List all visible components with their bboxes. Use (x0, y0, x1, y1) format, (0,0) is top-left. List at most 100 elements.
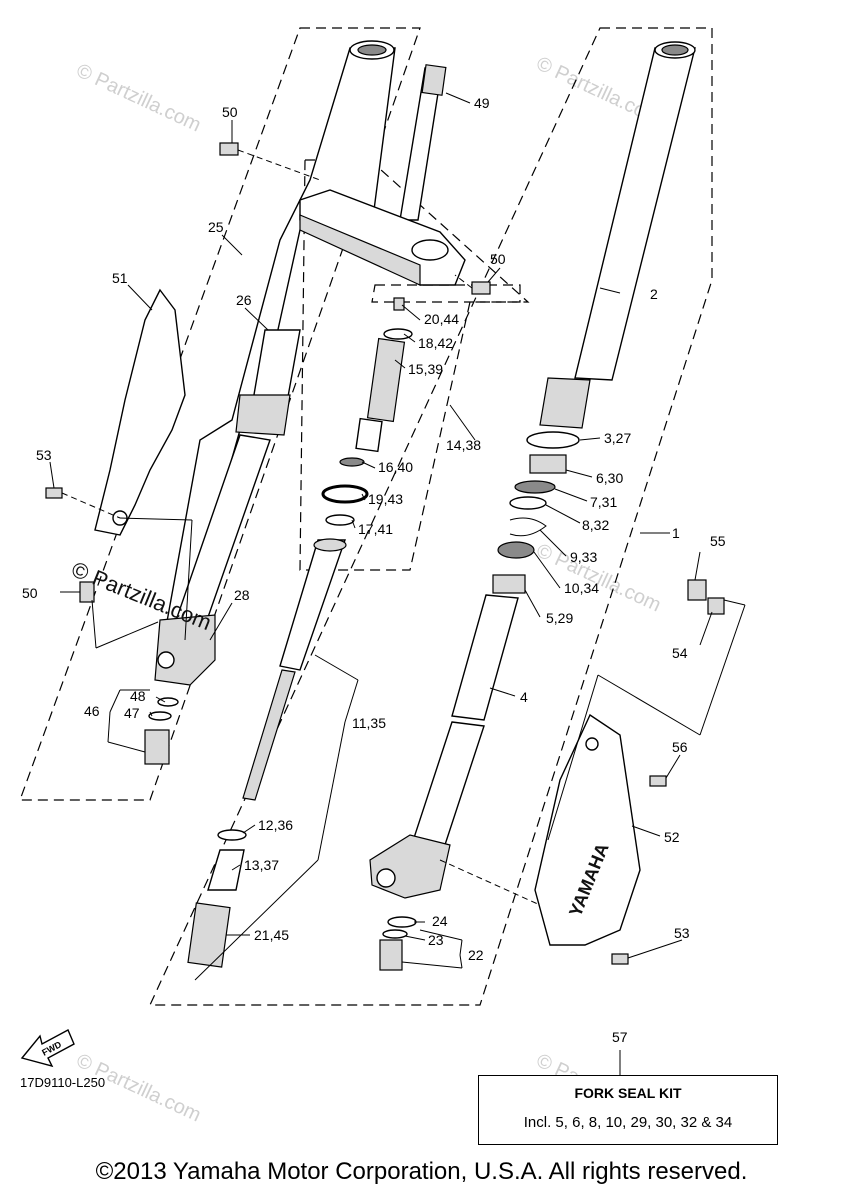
kit-contents: Incl. 5, 6, 8, 10, 29, 30, 32 & 34 (523, 1114, 733, 1131)
washer-23 (382, 929, 408, 939)
callout-57: 57 (612, 1029, 628, 1045)
callout-6-30: 6,30 (596, 470, 623, 486)
bolt-53-right (611, 953, 629, 965)
fork-guard-52 (534, 713, 641, 946)
bolt-50-top (219, 142, 239, 156)
callout-47: 47 (124, 705, 140, 721)
callout-49: 49 (474, 95, 490, 111)
fwd-arrow-shape (20, 1029, 75, 1068)
callout-3-27: 3,27 (604, 430, 631, 446)
fwd-arrow: FWD (20, 1029, 75, 1068)
spring-21 (187, 902, 231, 968)
callout-15-39: 15,39 (408, 361, 443, 377)
callout-5-29: 5,29 (546, 610, 573, 626)
callout-24: 24 (432, 913, 448, 929)
left-fork-seal-band (235, 394, 291, 436)
callout-21-45: 21,45 (254, 927, 289, 943)
callout-55: 55 (710, 533, 726, 549)
callout-50-right: 50 (490, 251, 506, 267)
ring-17 (325, 514, 355, 526)
left-axle-hole (157, 651, 175, 669)
lower-clamp-face (299, 214, 421, 286)
callout-10-34: 10,34 (564, 580, 599, 596)
callout-12-36: 12,36 (258, 817, 293, 833)
callout-56: 56 (672, 739, 688, 755)
damper-cartridge-top (313, 538, 347, 552)
bushing-5 (492, 574, 526, 594)
triple-clamp (299, 64, 466, 286)
cap-bolt (393, 297, 405, 311)
fork-guard-right: YAMAHA (534, 579, 725, 965)
bolt-53-left (45, 487, 63, 499)
right-clamp-bore (411, 239, 449, 261)
callouts: 1 2 3,27 6,30 7,31 8,32 9,33 10,34 5,29 … (22, 95, 726, 1045)
circlip-9 (509, 517, 547, 537)
ring-16 (339, 457, 365, 467)
callout-1: 1 (672, 525, 680, 541)
callout-50-left: 50 (22, 585, 38, 601)
dust-seal-10 (497, 541, 535, 559)
callout-28: 28 (234, 587, 250, 603)
damper-rod-upper (355, 417, 383, 453)
damper-internals (187, 297, 413, 968)
leader-lines (49, 92, 746, 1075)
callout-7-31: 7,31 (590, 494, 617, 510)
callout-53-left: 53 (36, 447, 52, 463)
callout-13-37: 13,37 (244, 857, 279, 873)
callout-23: 23 (428, 932, 444, 948)
callout-26: 26 (236, 292, 252, 308)
callout-2: 2 (650, 286, 658, 302)
steering-stem-thread (421, 64, 447, 96)
left-outer-tube (154, 40, 396, 686)
fork-seal-kit-box: FORK SEAL KIT Incl. 5, 6, 8, 10, 29, 30,… (478, 1075, 778, 1145)
callout-54: 54 (672, 645, 688, 661)
damper-rod-lower (242, 669, 296, 801)
callout-8-32: 8,32 (582, 517, 609, 533)
base-valve (207, 849, 245, 891)
right-fork (369, 41, 696, 971)
damper-cartridge (279, 539, 346, 671)
callout-53-right: 53 (674, 925, 690, 941)
callout-52: 52 (664, 829, 680, 845)
cap-bolt-assy (366, 337, 406, 423)
ring-24 (387, 916, 417, 928)
oil-seal-6 (529, 454, 567, 474)
bolt-22 (379, 939, 403, 971)
bolt-50-right (471, 281, 491, 295)
right-axle-hole (376, 868, 396, 888)
bracket-54 (707, 597, 725, 615)
callout-16-40: 16,40 (378, 459, 413, 475)
right-tube-top-bore (661, 44, 689, 56)
callout-9-33: 9,33 (570, 549, 597, 565)
bracket-55 (687, 579, 707, 601)
bolt-56 (649, 775, 667, 787)
copyright-notice: ©2013 Yamaha Motor Corporation, U.S.A. A… (95, 1158, 748, 1185)
washer-7 (514, 480, 556, 494)
callout-4: 4 (520, 689, 528, 705)
callout-14-38: 14,38 (446, 437, 481, 453)
callout-20-44: 20,44 (424, 311, 459, 327)
kit-title: FORK SEAL KIT (574, 1085, 682, 1101)
guard-52-hole (585, 737, 599, 751)
diagram-code: 17D9110-L250 (20, 1075, 105, 1090)
callout-51: 51 (112, 270, 128, 286)
fork-guard-51 (94, 288, 186, 536)
inner-tube-4 (451, 594, 519, 721)
callout-46: 46 (84, 703, 100, 719)
right-fork-group-outline (149, 27, 713, 1006)
callout-17-41: 17,41 (358, 521, 393, 537)
left-tube-top-bore (357, 44, 387, 56)
watermark-text: © Partzilla.com (73, 60, 204, 137)
callout-48: 48 (130, 688, 146, 704)
callout-18-42: 18,42 (418, 335, 453, 351)
callout-19-43: 19,43 (368, 491, 403, 507)
ring-3 (526, 431, 580, 449)
callout-50-top: 50 (222, 104, 238, 120)
callout-22: 22 (468, 947, 484, 963)
bolt-46 (144, 729, 170, 765)
washer-47 (148, 711, 172, 721)
fork-guard-left (45, 142, 491, 765)
callout-11-35: 11,35 (352, 715, 386, 731)
right-seal-band (539, 377, 591, 429)
